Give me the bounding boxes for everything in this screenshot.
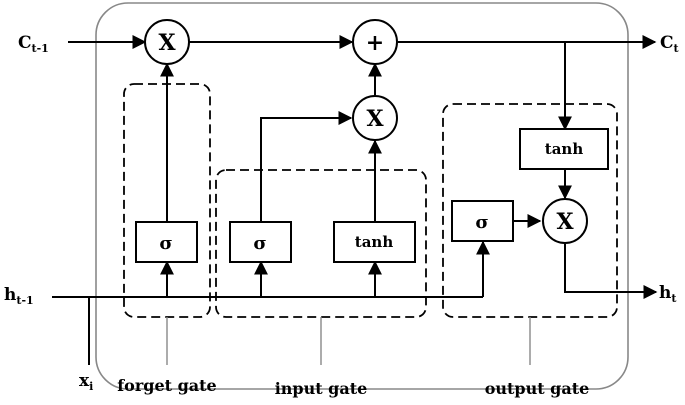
c-out-label: Ct [660, 33, 680, 55]
cell-add-node [352, 19, 398, 65]
hidden-state-output [564, 244, 658, 299]
input-sigma-label: σ [253, 233, 266, 254]
output-gate-label: output gate [485, 379, 590, 398]
input-gate-label: input gate [275, 379, 368, 398]
output-sigma-box [451, 200, 514, 242]
x-input-label: xi [79, 371, 93, 393]
cell-add-symbol: + [366, 30, 384, 56]
output-sigma-label: σ [475, 212, 488, 233]
c-prev-label: Ct-1 [18, 33, 49, 55]
forget-multiply-node [144, 19, 190, 65]
forget-multiply-symbol: X [158, 30, 176, 56]
input-sigma-box [229, 221, 292, 263]
output-multiply-node [542, 198, 588, 244]
input-multiply-node [352, 95, 398, 141]
input-gate-region [215, 169, 427, 318]
cell-boundary [95, 2, 629, 390]
output-multiply-symbol: X [556, 209, 574, 235]
forget-sigma-label: σ [159, 233, 172, 254]
forget-gate-label: forget gate [117, 376, 216, 395]
h-out-label: ht [659, 283, 677, 305]
h-prev-label: ht-1 [4, 285, 34, 307]
cell-tanh-label: tanh [545, 140, 584, 158]
input-multiply-symbol: X [366, 106, 384, 132]
input-sigma-output [260, 111, 353, 222]
input-tanh-box [333, 221, 416, 263]
cell-tanh-box [519, 128, 609, 170]
forget-sigma-box [135, 221, 198, 263]
input-tanh-label: tanh [355, 233, 394, 251]
